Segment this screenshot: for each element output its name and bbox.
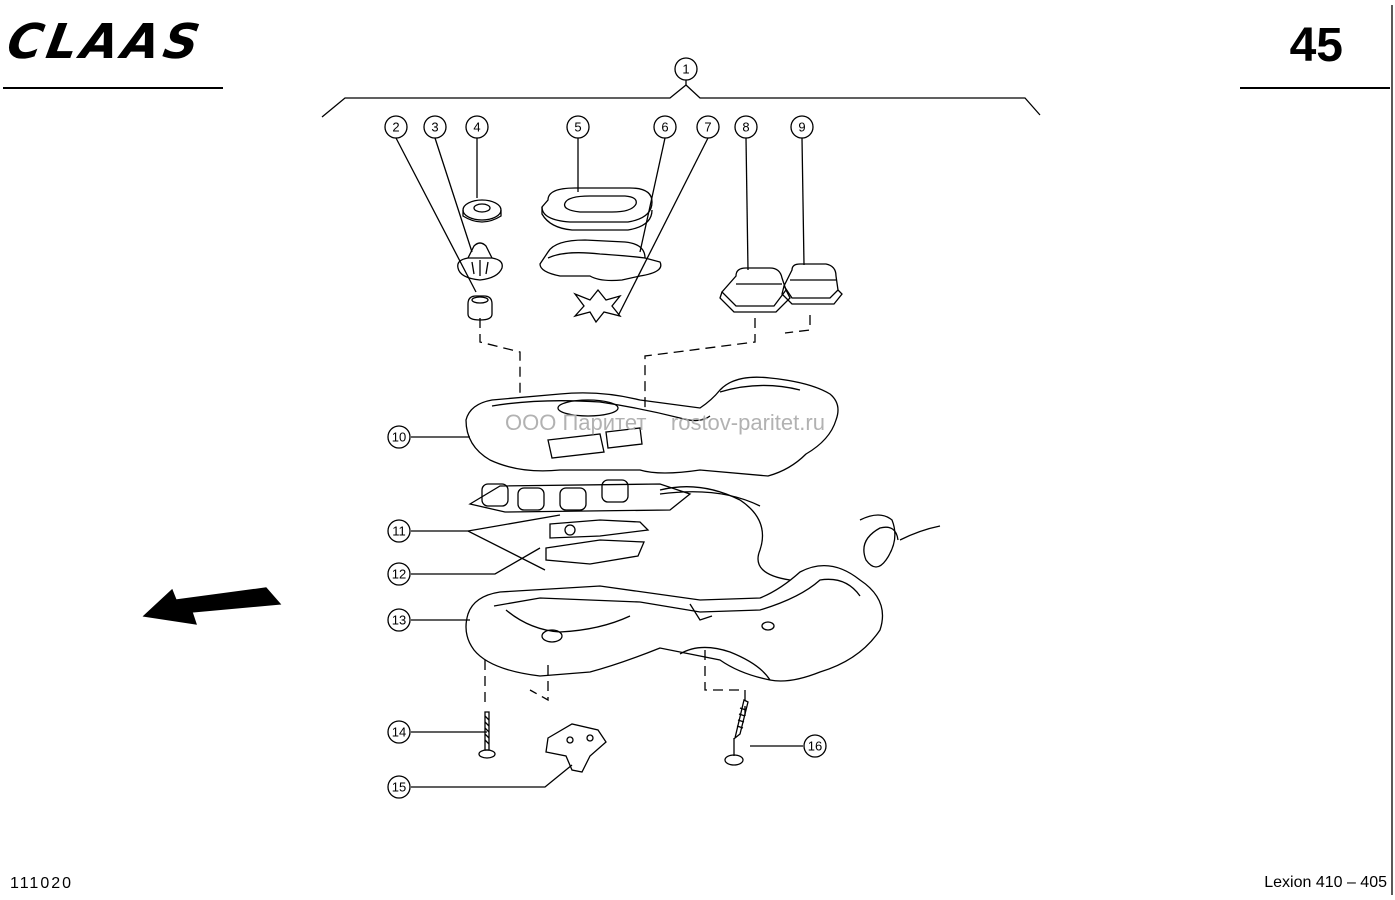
header-rule-left [3, 87, 223, 89]
callout-circle-13 [387, 608, 411, 632]
callout-circle-14 [387, 720, 411, 744]
callout-label-13: 13 [392, 613, 406, 628]
callout-circle-6 [653, 115, 677, 139]
callout-label-9: 9 [798, 120, 805, 135]
callout-circle-9 [790, 115, 814, 139]
callout-label-15: 15 [392, 780, 406, 795]
callout-label-12: 12 [392, 567, 406, 582]
page-number: 45 [1289, 19, 1343, 72]
callout-circle-4 [465, 115, 489, 139]
callout-circle-7 [696, 115, 720, 139]
callout-label-4: 4 [473, 120, 480, 135]
callout-circle-5 [566, 115, 590, 139]
document-code: 111020 [10, 875, 74, 892]
callout-label-5: 5 [574, 120, 581, 135]
callout-label-10: 10 [392, 430, 406, 445]
callout-label-1: 1 [682, 62, 689, 77]
callout-circle-15 [387, 775, 411, 799]
callout-circle-11 [387, 519, 411, 543]
callout-circle-3 [423, 115, 447, 139]
callout-label-11: 11 [392, 524, 406, 539]
callout-circle-8 [734, 115, 758, 139]
callout-label-14: 14 [392, 725, 406, 740]
callout-circle-12 [387, 562, 411, 586]
callout-label-7: 7 [704, 120, 711, 135]
callout-label-3: 3 [431, 120, 438, 135]
callout-circle-1 [674, 57, 698, 81]
watermark-text: ООО Паритет rostov-paritet.ru [505, 410, 825, 435]
callout-label-16: 16 [808, 739, 822, 754]
callout-circle-16 [803, 734, 827, 758]
callout-label-2: 2 [392, 120, 399, 135]
callout-label-6: 6 [661, 120, 668, 135]
callout-circle-10 [387, 425, 411, 449]
callout-label-8: 8 [742, 120, 749, 135]
header-rule-right [1240, 87, 1390, 89]
machine-model: Lexion 410 – 405 [1264, 874, 1387, 891]
callout-circle-2 [384, 115, 408, 139]
